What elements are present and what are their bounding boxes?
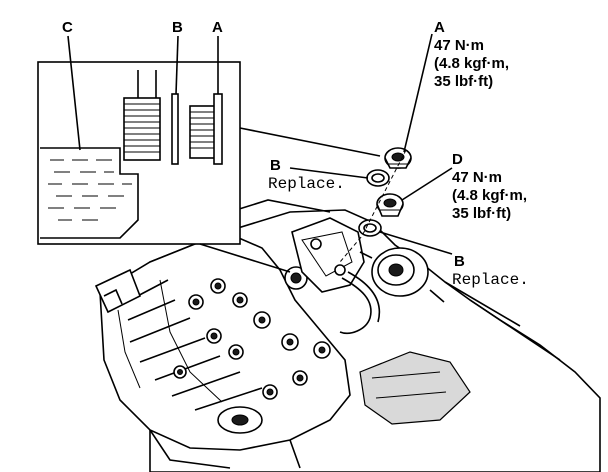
callout-a-inset: A [212,19,223,36]
callout-b-upper-group: B Replace. [268,157,369,193]
callout-d-torque-3: 35 lbf·ft) [452,205,511,222]
leader-b-inset [175,35,179,95]
thread-bore [123,97,161,161]
inset-leader-top [239,127,381,157]
callout-d-torque-2: (4.8 kgf·m, [452,187,527,204]
transmission-housing [94,199,601,472]
leader-washer-b-upper [289,167,369,179]
leader-plug-d [401,167,453,201]
callout-a-group: A 47 N·m (4.8 kgf·m, 35 lbf·ft) [403,19,509,153]
callout-a-torque-3: 35 lbf·ft) [434,73,493,90]
callout-a-letter: A [434,19,445,36]
output-flange [359,247,445,303]
callout-c: C [62,19,73,36]
callout-b-lower-note: Replace. [452,271,529,289]
callout-b-inset: B [172,19,183,36]
plug-a [384,147,412,169]
leader-plug-a [403,33,433,153]
washer-b-upper [366,169,390,187]
inset-washer-b [171,93,179,165]
callout-d-torque-1: 47 N·m [452,169,502,186]
leader-washer-b-lower [379,231,453,255]
fluid-level [48,159,132,221]
leader-c [67,35,81,151]
callout-b-lower-group: B Replace. [379,231,529,289]
exploded-parts [339,147,412,263]
callout-a-torque-1: 47 N·m [434,37,484,54]
callout-d-group: D 47 N·m (4.8 kgf·m, 35 lbf·ft) [401,151,527,222]
inset-detail: C B A [37,19,381,273]
washer-b-lower [358,219,382,237]
inset-leader-bottom [199,243,291,273]
plug-d [376,193,404,217]
callout-b-lower-letter: B [454,253,465,270]
case-bolts [173,278,331,400]
callout-d-letter: D [452,151,463,168]
callout-a-torque-2: (4.8 kgf·m, [434,55,509,72]
callout-b-upper-note: Replace. [268,175,345,193]
callout-b-upper-letter: B [270,157,281,174]
